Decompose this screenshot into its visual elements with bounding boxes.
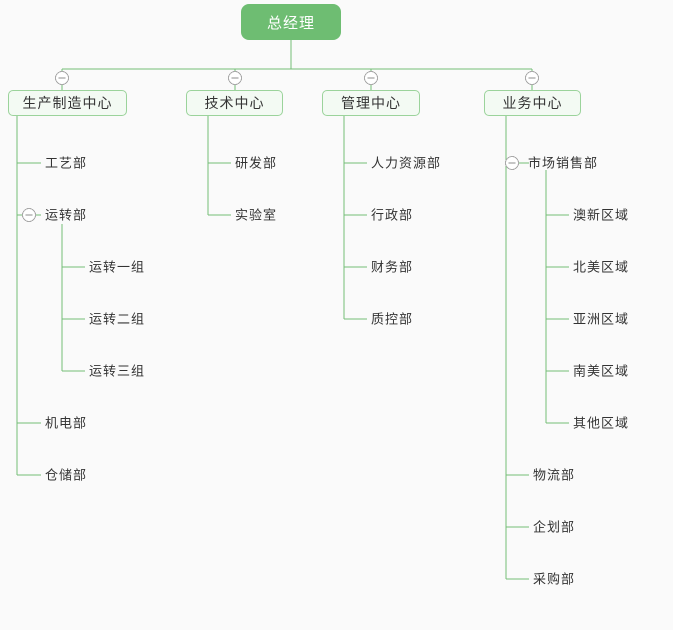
collapse-icon[interactable]	[364, 71, 378, 85]
collapse-icon[interactable]	[22, 208, 36, 222]
dept-business-center[interactable]: 业务中心	[484, 90, 581, 116]
root-harness-line	[61, 39, 533, 90]
business-branch-lines	[505, 116, 529, 580]
collapse-icon[interactable]	[505, 156, 519, 170]
node-operation-dept[interactable]: 运转部	[45, 207, 88, 223]
node-operation-group-2[interactable]: 运转二组	[89, 311, 146, 327]
node-south-america-region[interactable]: 南美区域	[573, 363, 630, 379]
node-rd-dept[interactable]: 研发部	[235, 155, 278, 171]
node-mechatronics-dept[interactable]: 机电部	[45, 415, 88, 431]
node-craft-dept[interactable]: 工艺部	[45, 155, 88, 171]
node-logistics-dept[interactable]: 物流部	[533, 467, 576, 483]
node-asia-region[interactable]: 亚洲区域	[573, 311, 630, 327]
management-branch-lines	[343, 116, 367, 320]
node-operation-group-1[interactable]: 运转一组	[89, 259, 146, 275]
node-other-region[interactable]: 其他区域	[573, 415, 630, 431]
collapse-icon[interactable]	[55, 71, 69, 85]
node-oceania-region[interactable]: 澳新区域	[573, 207, 630, 223]
marketing-branch-lines	[545, 170, 569, 424]
node-operation-group-3[interactable]: 运转三组	[89, 363, 146, 379]
node-north-america-region[interactable]: 北美区域	[573, 259, 630, 275]
node-purchasing-dept[interactable]: 采购部	[533, 571, 576, 587]
dept-production-center[interactable]: 生产制造中心	[8, 90, 127, 116]
node-admin-dept[interactable]: 行政部	[371, 207, 414, 223]
dept-technology-center[interactable]: 技术中心	[186, 90, 283, 116]
technology-branch-lines	[207, 116, 231, 216]
production-branch-lines	[16, 116, 41, 476]
node-hr-dept[interactable]: 人力资源部	[371, 155, 442, 171]
dept-management-center[interactable]: 管理中心	[322, 90, 420, 116]
root-node-general-manager[interactable]: 总经理	[241, 4, 341, 40]
collapse-icon[interactable]	[228, 71, 242, 85]
operation-branch-lines	[61, 224, 85, 372]
collapse-icons	[22, 71, 539, 222]
node-finance-dept[interactable]: 财务部	[371, 259, 414, 275]
collapse-icon[interactable]	[525, 71, 539, 85]
node-qc-dept[interactable]: 质控部	[371, 311, 414, 327]
node-laboratory[interactable]: 实验室	[235, 207, 278, 223]
node-planning-dept[interactable]: 企划部	[533, 519, 576, 535]
node-warehouse-dept[interactable]: 仓储部	[45, 467, 88, 483]
node-marketing-sales-dept[interactable]: 市场销售部	[528, 155, 599, 171]
